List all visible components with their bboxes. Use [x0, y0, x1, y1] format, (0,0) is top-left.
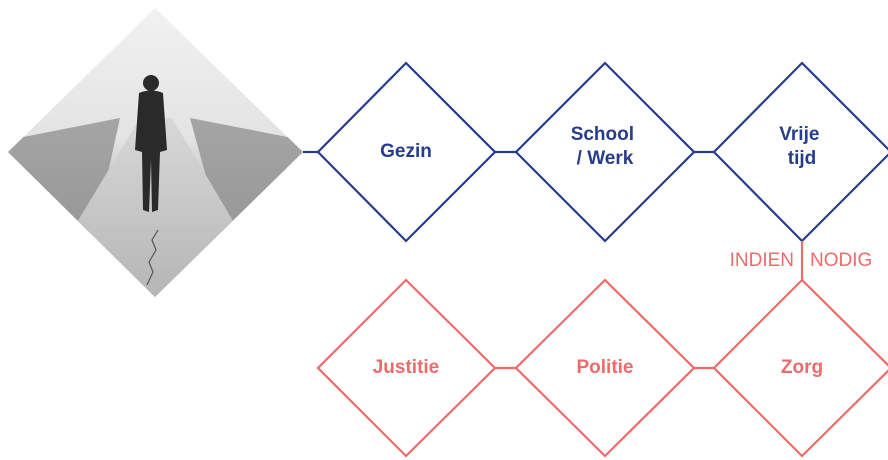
node-justitie-shape: [316, 278, 497, 458]
node-school-werk-shape: [514, 61, 696, 243]
connector-right-text: NODIG: [810, 250, 872, 271]
node-school-werk-label: School / Werk: [571, 124, 640, 169]
node-zorg-label: Zorg: [781, 357, 823, 378]
node-justitie-label: Justitie: [373, 357, 440, 378]
node-vrije-tijd-label: Vrije tijd: [779, 124, 824, 169]
node-gezin-label: Gezin: [380, 141, 432, 162]
node-politie-label: Politie: [576, 357, 633, 378]
node-gezin-shape: [316, 61, 497, 243]
node-zorg-shape: [712, 278, 888, 458]
bottom-row-shapes: [316, 278, 888, 458]
connector-left-text: INDIEN: [730, 250, 794, 271]
node-politie-shape: [514, 278, 696, 458]
person-icon: [135, 75, 167, 212]
photo-walking-person: [8, 8, 303, 297]
